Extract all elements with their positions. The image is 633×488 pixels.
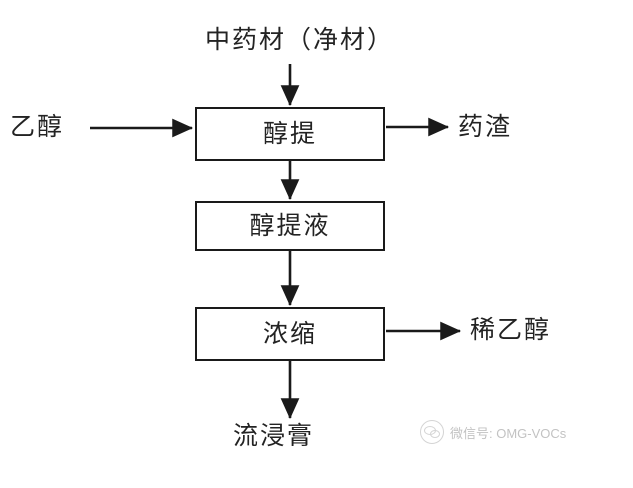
watermark-text: 微信号: OMG-VOCs: [450, 425, 567, 441]
node-alcohol-extraction-label: 醇提: [262, 120, 317, 148]
label-medicine-residue: 药渣: [458, 114, 513, 141]
label-dilute-ethanol: 稀乙醇: [470, 317, 552, 344]
label-fluid-extract: 流浸膏: [233, 423, 315, 450]
label-raw-material: 中药材（净材）: [205, 27, 395, 54]
node-alcohol-extract-liquid: 醇提液: [195, 201, 385, 251]
watermark: 微信号: OMG-VOCs: [420, 420, 566, 444]
node-concentration: 浓缩: [195, 307, 385, 361]
wechat-logo-icon: [420, 420, 444, 444]
node-alcohol-extraction: 醇提: [195, 107, 385, 161]
node-alcohol-extract-liquid-label: 醇提液: [249, 212, 331, 240]
node-concentration-label: 浓缩: [262, 320, 317, 348]
label-ethanol: 乙醇: [10, 114, 65, 141]
